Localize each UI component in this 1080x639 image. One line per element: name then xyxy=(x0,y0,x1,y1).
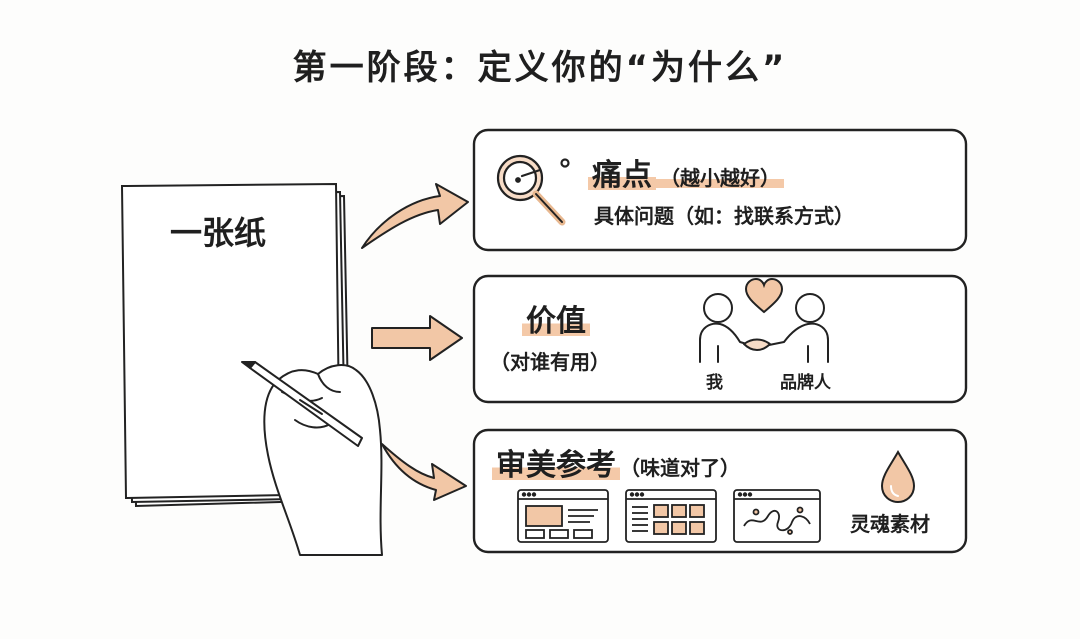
arrow-icon xyxy=(361,183,469,249)
squiggle-thumbnail-icon xyxy=(733,489,821,543)
aesthetic-heading-row: 审美参考（味道对了） xyxy=(492,440,740,484)
arrow-icon xyxy=(381,443,467,501)
soul-label: 灵魂素材 xyxy=(850,512,930,536)
drop-icon xyxy=(880,449,916,504)
grid-thumbnail-icon xyxy=(625,489,717,543)
handshake-icon xyxy=(699,293,829,363)
pain-qualifier: （越小越好） xyxy=(656,166,784,190)
magnifier-icon xyxy=(496,154,570,226)
pain-heading-row: 痛点（越小越好） xyxy=(588,150,784,194)
value-heading: 价值 xyxy=(522,296,590,340)
hand-with-pen-icon xyxy=(241,361,383,556)
me-label: 我 xyxy=(706,373,723,393)
layout-thumbnail-icon xyxy=(517,489,609,543)
pain-heading: 痛点 xyxy=(588,158,656,193)
heart-icon xyxy=(744,277,784,314)
pain-detail: 具体问题（如：找联系方式） xyxy=(594,204,854,228)
value-qualifier: （对谁有用） xyxy=(490,350,610,374)
aesthetic-qualifier: （味道对了） xyxy=(620,456,740,480)
brand-label: 品牌人 xyxy=(780,373,831,393)
page-title: 第一阶段：定义你的“为什么” xyxy=(292,48,788,88)
paper-label: 一张纸 xyxy=(170,214,267,252)
arrow-icon xyxy=(371,315,463,361)
aesthetic-heading: 审美参考 xyxy=(492,448,620,483)
